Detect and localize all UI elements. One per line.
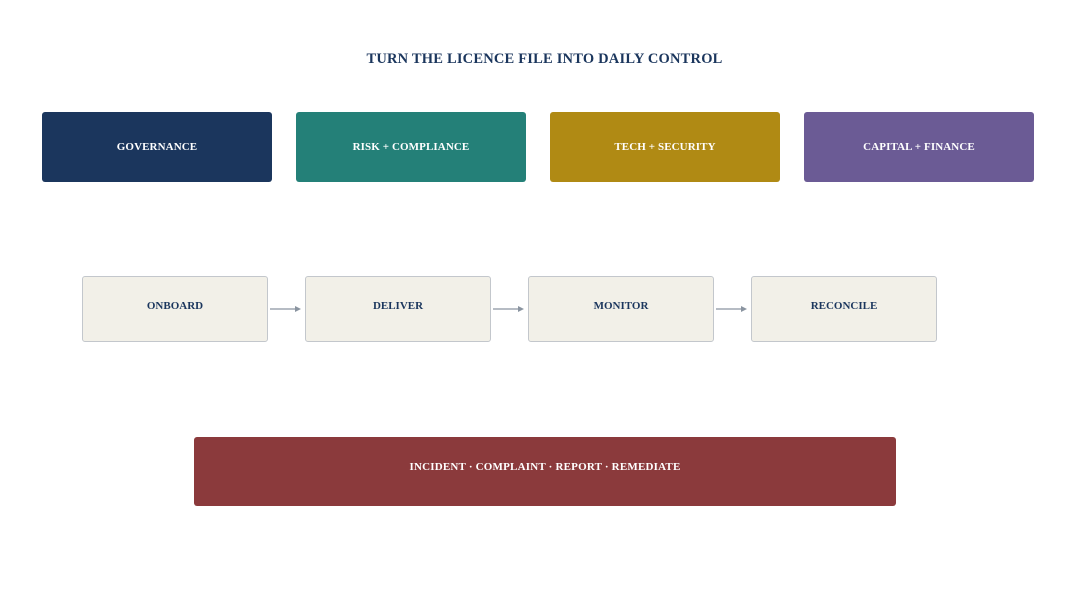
pillar-label: GOVERNANCE: [116, 141, 198, 153]
pillar-tech-security: TECH + SECURITY: [550, 112, 780, 182]
banner-label: INCIDENT · COMPLAINT · REPORT · REMEDIAT…: [409, 461, 681, 473]
step-reconcile: RECONCILE: [751, 276, 937, 342]
step-monitor: MONITOR: [528, 276, 714, 342]
flow-arrow-icon: [716, 306, 747, 312]
pillar-risk-compliance: RISK + COMPLIANCE: [296, 112, 526, 182]
step-deliver: DELIVER: [305, 276, 491, 342]
step-label: ONBOARD: [146, 300, 204, 312]
pillar-capital-finance: CAPITAL + FINANCE: [804, 112, 1034, 182]
step-onboard: ONBOARD: [82, 276, 268, 342]
pillar-label: TECH + SECURITY: [614, 141, 716, 153]
step-label: RECONCILE: [810, 300, 878, 312]
pillar-label: CAPITAL + FINANCE: [863, 141, 975, 153]
flow-arrow-icon: [270, 306, 301, 312]
diagram-title: TURN THE LICENCE FILE INTO DAILY CONTROL: [366, 51, 723, 67]
step-label: DELIVER: [372, 300, 424, 312]
pillar-governance: GOVERNANCE: [42, 112, 272, 182]
incident-banner: INCIDENT · COMPLAINT · REPORT · REMEDIAT…: [194, 437, 896, 506]
pillar-label: RISK + COMPLIANCE: [352, 141, 470, 153]
step-label: MONITOR: [593, 300, 649, 312]
flow-arrow-icon: [493, 306, 524, 312]
